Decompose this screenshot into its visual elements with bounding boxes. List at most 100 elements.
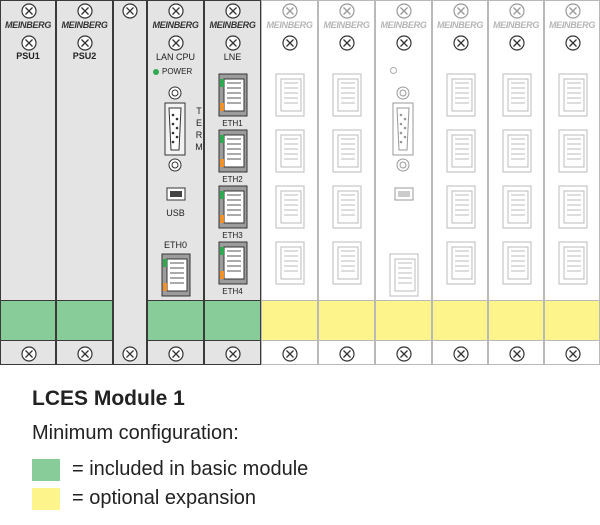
module-optional-lne-3[interactable]: MEINBERG [432,0,488,365]
ethernet-port-icon[interactable] [446,241,476,285]
screw-icon [453,35,469,51]
ethernet-port-icon[interactable] [558,241,588,285]
ethernet-port-icon[interactable] [275,185,305,229]
ethernet-port-icon[interactable] [389,253,419,297]
screw-icon [453,3,469,19]
ethernet-port-icon[interactable] [558,73,588,117]
screw-icon [282,346,298,362]
ethernet-port-icon[interactable] [502,73,532,117]
ethernet-port-icon[interactable] [502,241,532,285]
screw-icon [339,3,355,19]
ethernet-port-icon[interactable] [218,185,248,229]
module-psu1[interactable]: MEINBERG PSU1 [0,0,56,365]
term-letter: E [195,118,202,128]
module-optional-lne-1[interactable]: MEINBERG [261,0,318,365]
ethernet-port-icon[interactable] [332,129,362,173]
ethernet-port-icon[interactable] [218,73,248,117]
brand-label: MEINBERG [152,20,199,30]
ethernet-port-icon[interactable] [275,241,305,285]
usb-label: USB [166,208,185,218]
screw-icon [339,346,355,362]
cpu-title: LAN CPU [155,52,195,62]
screw-icon [396,346,412,362]
screw-icon [21,35,37,51]
screw-icon [282,3,298,19]
psu2-label: PSU2 [72,51,97,61]
included-band [57,300,112,341]
eth4-label: ETH4 [222,287,243,296]
ethernet-port-icon[interactable] [446,73,476,117]
module-optional-lne-5[interactable]: MEINBERG [544,0,600,365]
ethernet-port-icon[interactable] [558,129,588,173]
ethernet-port-icon[interactable] [502,185,532,229]
ethernet-port-icon[interactable] [332,73,362,117]
usb-port-icon[interactable] [394,187,414,201]
module-lan-cpu[interactable]: MEINBERG LAN CPU POWER T E R M USB ETH0 [147,0,204,365]
serial-port-icon[interactable] [390,85,416,173]
ethernet-port-icon[interactable] [446,129,476,173]
module-lne[interactable]: MEINBERG LNE ETH1 ETH2 ETH3 ETH4 [204,0,261,365]
legend-included-text: = included in basic module [72,458,309,480]
screw-icon [122,3,138,19]
optional-band [489,300,543,341]
power-led [153,69,159,75]
ethernet-port-icon[interactable] [161,253,191,297]
screw-icon [122,346,138,362]
brand-label: MEINBERG [323,20,370,30]
module-psu2[interactable]: MEINBERG PSU2 [56,0,113,365]
ethernet-port-icon[interactable] [446,185,476,229]
screw-icon [225,3,241,19]
legend-subtitle: Minimum configuration: [32,422,239,444]
brand-label: MEINBERG [492,20,540,30]
usb-port-icon[interactable] [166,187,186,201]
screw-icon [77,3,93,19]
optional-band [433,300,487,341]
brand-label: MEINBERG [380,20,427,30]
screw-icon [565,346,581,362]
lne-title: LNE [223,52,242,62]
screw-icon [168,35,184,51]
module-optional-lne-4[interactable]: MEINBERG [488,0,544,365]
screw-icon [225,346,241,362]
ethernet-port-icon[interactable] [502,129,532,173]
included-swatch [32,459,60,481]
brand-label: MEINBERG [548,20,596,30]
optional-band [376,300,431,341]
ethernet-port-icon[interactable] [218,129,248,173]
module-blank-plate [113,0,147,365]
brand-label: MEINBERG [436,20,484,30]
ethernet-port-icon[interactable] [275,129,305,173]
screw-icon [565,3,581,19]
ethernet-port-icon[interactable] [558,185,588,229]
screw-icon [509,346,525,362]
screw-icon [77,346,93,362]
screw-icon [339,35,355,51]
eth2-label: ETH2 [222,175,243,184]
ethernet-port-icon[interactable] [218,241,248,285]
optional-band [262,300,317,341]
module-optional-lne-2[interactable]: MEINBERG [318,0,375,365]
serial-port-icon[interactable] [162,85,188,173]
ethernet-port-icon[interactable] [275,73,305,117]
power-led [390,67,397,74]
screw-icon [21,3,37,19]
ethernet-port-icon[interactable] [332,185,362,229]
screw-icon [453,346,469,362]
screw-icon [77,35,93,51]
ethernet-port-icon[interactable] [332,241,362,285]
included-band [148,300,203,341]
screw-icon [168,3,184,19]
term-letter: T [196,106,202,116]
legend-title: LCES Module 1 [32,387,185,410]
term-letter: M [195,142,203,152]
rack-chassis: MEINBERG PSU1 MEINBERG PSU2 MEINBERG LAN… [0,0,600,365]
screw-icon [509,35,525,51]
included-band [1,300,55,341]
screw-icon [509,3,525,19]
screw-icon [225,35,241,51]
screw-icon [168,346,184,362]
eth3-label: ETH3 [222,231,243,240]
brand-label: MEINBERG [61,20,108,30]
optional-band [319,300,374,341]
module-optional-cpu[interactable]: MEINBERG [375,0,432,365]
